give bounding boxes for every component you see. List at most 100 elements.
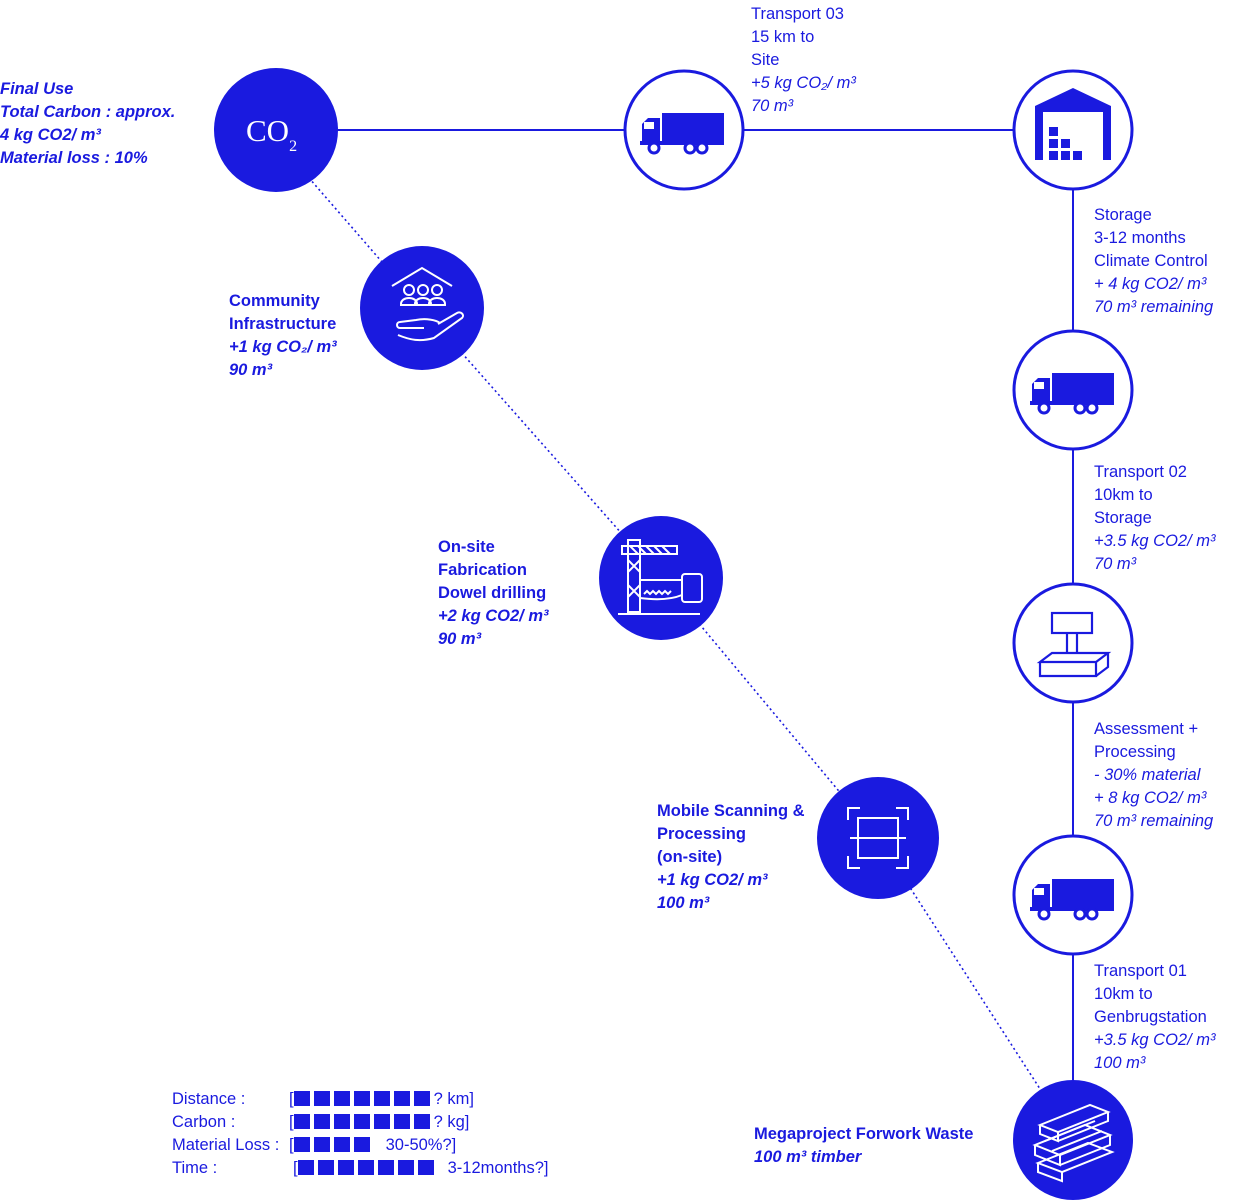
community-hand-icon (391, 266, 465, 342)
fabrication-subtitle: Fabrication (438, 561, 527, 579)
scale-icon (1036, 611, 1112, 678)
legend-bracket: [3-12months?] (293, 1159, 549, 1177)
legend-block (413, 1114, 430, 1129)
fabrication-node (599, 516, 723, 640)
transport01-node (1012, 834, 1134, 956)
megaproject-title: Megaproject Forwork Waste (754, 1125, 974, 1143)
legend-key: Material Loss : (172, 1136, 280, 1154)
legend-bracket: [? kg] (289, 1113, 470, 1131)
legend-block (297, 1160, 314, 1175)
legend-value: 3-12months?] (447, 1159, 549, 1177)
storage-duration: 3-12 months (1094, 229, 1186, 247)
community-title: Community (229, 292, 320, 310)
storage-label: Storage 3-12 months Climate Control + 4 … (1094, 204, 1213, 319)
legend-block (293, 1137, 310, 1152)
fabrication-title: On-site (438, 538, 495, 556)
co2-node: CO2 (214, 68, 338, 192)
final-use-material-loss: Material loss : 10% (0, 149, 148, 167)
scanning-subtitle: Processing (657, 825, 746, 843)
transport03-volume: 70 m³ (751, 97, 794, 115)
community-node (360, 246, 484, 370)
transport02-destination: Storage (1094, 509, 1152, 527)
legend-block (293, 1091, 310, 1106)
megaproject-volume: 100 m³ timber (754, 1148, 862, 1166)
crane-saw-icon (618, 539, 703, 615)
storage-volume: 70 m³ remaining (1094, 298, 1214, 316)
legend-block (313, 1114, 330, 1129)
fabrication-process: Dowel drilling (438, 584, 547, 602)
truck-icon (640, 113, 724, 155)
legend-key: Time : (172, 1159, 218, 1177)
scanning-location: (on-site) (657, 848, 723, 866)
assessment-node (1012, 582, 1134, 704)
assessment-title: Assessment + (1094, 720, 1199, 738)
transport02-distance: 10km to (1094, 486, 1153, 504)
transport02-title: Transport 02 (1094, 463, 1187, 481)
community-label: Community Infrastructure +1 kg CO₂/ m³ 9… (229, 290, 337, 382)
scanning-node (817, 777, 939, 899)
final-use-total-carbon: Total Carbon : approx. (0, 103, 176, 121)
timber-stack-icon (1032, 1103, 1115, 1183)
legend-value: 30-50%?] (385, 1136, 457, 1154)
transport03-title: Transport 03 (751, 5, 844, 23)
megaproject-node (1013, 1080, 1133, 1200)
assessment-label: Assessment + Processing - 30% material +… (1094, 718, 1213, 833)
storage-node (1012, 69, 1134, 191)
transport03-node (623, 69, 745, 191)
legend-block (377, 1160, 394, 1175)
legend-block (353, 1091, 370, 1106)
legend-blocks (293, 1113, 434, 1131)
fabrication-carbon: +2 kg CO2/ m³ (438, 607, 549, 625)
transport03-distance: 15 km to (751, 28, 815, 46)
legend-block (333, 1091, 350, 1106)
legend-blocks (297, 1159, 438, 1177)
legend-block (417, 1160, 434, 1175)
final-use-title: Final Use (0, 80, 74, 98)
legend-blocks (293, 1090, 434, 1108)
legend-block (397, 1160, 414, 1175)
transport01-distance: 10km to (1094, 985, 1153, 1003)
transport01-label: Transport 01 10km to Genbrugstation +3.5… (1094, 960, 1216, 1075)
legend-blocks (293, 1136, 374, 1154)
scanning-carbon: +1 kg CO2/ m³ (657, 871, 768, 889)
transport02-carbon: +3.5 kg CO2/ m³ (1094, 532, 1216, 550)
transport01-volume: 100 m³ (1094, 1054, 1146, 1072)
community-volume: 90 m³ (229, 361, 273, 379)
scanning-title: Mobile Scanning & (657, 802, 805, 820)
final-use-label: Final Use Total Carbon : approx. 4 kg CO… (0, 78, 175, 170)
legend-block (393, 1091, 410, 1106)
scanning-label: Mobile Scanning & Processing (on-site) +… (657, 800, 805, 915)
legend-block (333, 1137, 350, 1152)
legend-key: Distance : (172, 1090, 246, 1108)
legend-block (413, 1091, 430, 1106)
assessment-carbon: + 8 kg CO2/ m³ (1094, 789, 1207, 807)
transport03-destination: Site (751, 51, 780, 69)
fabrication-label: On-site Fabrication Dowel drilling +2 kg… (438, 536, 549, 651)
legend-block (393, 1114, 410, 1129)
transport02-label: Transport 02 10km to Storage +3.5 kg CO2… (1094, 461, 1216, 576)
storage-carbon: + 4 kg CO2/ m³ (1094, 275, 1207, 293)
legend-value: ? kg] (433, 1113, 470, 1131)
transport02-volume: 70 m³ (1094, 555, 1137, 573)
transport01-destination: Genbrugstation (1094, 1008, 1207, 1026)
transport02-node (1012, 329, 1134, 451)
truck-icon (1030, 373, 1114, 415)
fabrication-volume: 90 m³ (438, 630, 482, 648)
legend-key: Carbon : (172, 1113, 236, 1131)
legend-bracket: [30-50%?] (289, 1136, 457, 1154)
assessment-subtitle: Processing (1094, 743, 1176, 761)
legend-block (357, 1160, 374, 1175)
transport01-title: Transport 01 (1094, 962, 1187, 980)
warehouse-icon (1035, 88, 1111, 160)
legend-block (317, 1160, 334, 1175)
legend-value: ? km] (433, 1090, 474, 1108)
legend-bracket: [? km] (289, 1090, 474, 1108)
assessment-loss: - 30% material (1094, 766, 1201, 784)
truck-icon (1030, 879, 1114, 921)
scanning-volume: 100 m³ (657, 894, 710, 912)
final-use-carbon-value: 4 kg CO2/ m³ (0, 126, 101, 144)
scan-frame-icon (847, 807, 909, 869)
transport01-carbon: +3.5 kg CO2/ m³ (1094, 1031, 1216, 1049)
community-carbon: +1 kg CO₂/ m³ (229, 338, 337, 356)
legend-block (333, 1114, 350, 1129)
